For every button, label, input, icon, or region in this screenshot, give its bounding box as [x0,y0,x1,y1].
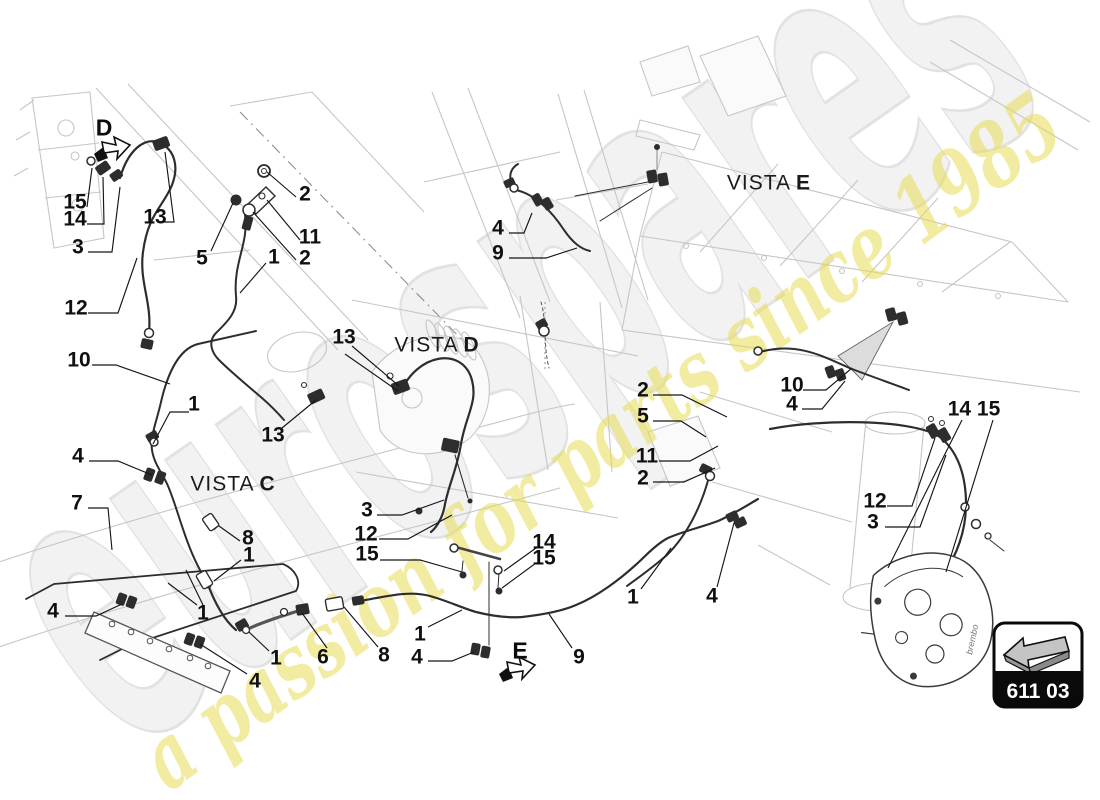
leader-line [653,420,707,438]
leader-line [945,419,994,573]
leader-line [377,499,445,516]
leader-line [653,467,716,483]
leader-line [344,353,399,392]
leader-line [185,569,204,606]
leader-line [653,394,728,418]
leader-line [428,651,475,662]
leader-line [379,514,453,540]
leader-line [351,345,400,387]
leader-line [301,612,328,649]
brake-caliper-art [861,552,994,688]
direction-arrow-d-icon [94,135,132,162]
leader-line [210,202,234,252]
leader-line [803,367,853,391]
part-code-badge: 611 03 [992,621,1084,709]
leader-line [509,212,533,234]
leader-line [88,186,121,253]
leader-line [163,151,175,223]
leader-line [503,547,537,572]
leader-line [281,399,317,429]
leader-line [239,262,267,294]
leader-line [380,559,463,573]
badge-arrow-icon [1002,636,1071,676]
part-code-text: 611 03 [1006,680,1069,703]
leader-line [152,411,189,445]
leader-line [199,643,248,675]
direction-arrow-e-icon [499,655,537,682]
leader-line [885,454,947,528]
leader-line [218,525,241,542]
leader-line [427,609,463,628]
leader-line [248,631,270,652]
leader-line [548,613,573,649]
leader-line [887,419,963,569]
leader-line [802,380,846,410]
leader-line [88,257,138,314]
leader-line [501,562,537,589]
leader-line [640,547,672,590]
leader-line [509,247,578,259]
leader-line [65,603,123,617]
leader-line [887,437,936,507]
leader-line [266,199,301,241]
parts-art-dark: brembo [25,136,1005,694]
leader-line [87,176,105,225]
leader-line [88,507,113,551]
leader-line [266,171,297,198]
leader-line [89,460,153,476]
leader-line [659,445,719,462]
leader-line [213,559,242,582]
leader-line [92,364,171,385]
leader-lines-layer [65,151,994,675]
leader-line [343,606,379,648]
leader-line [86,167,93,208]
leader-line [167,582,198,606]
leader-line [716,522,735,588]
leader-line [252,211,297,261]
